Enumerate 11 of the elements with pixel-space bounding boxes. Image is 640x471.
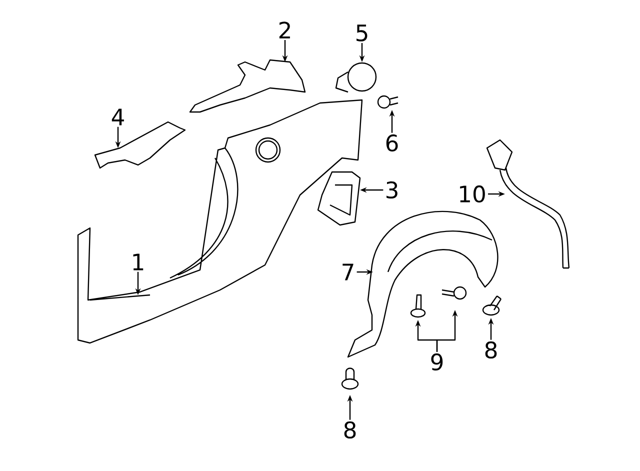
callout-number: 2 [279, 22, 290, 38]
callout-number: 6 [386, 134, 398, 152]
callout-number: 1 [133, 254, 144, 270]
callout-number: 3 [386, 181, 398, 199]
callout-number: 7 [342, 264, 354, 280]
callout-number: 8 [344, 421, 356, 439]
callout-number: 8 [485, 341, 497, 359]
callout-number: 9 [431, 353, 443, 371]
callout-number: 10 [460, 185, 485, 203]
callout-number: 5 [356, 24, 368, 42]
callout-number: 4 [112, 108, 124, 126]
